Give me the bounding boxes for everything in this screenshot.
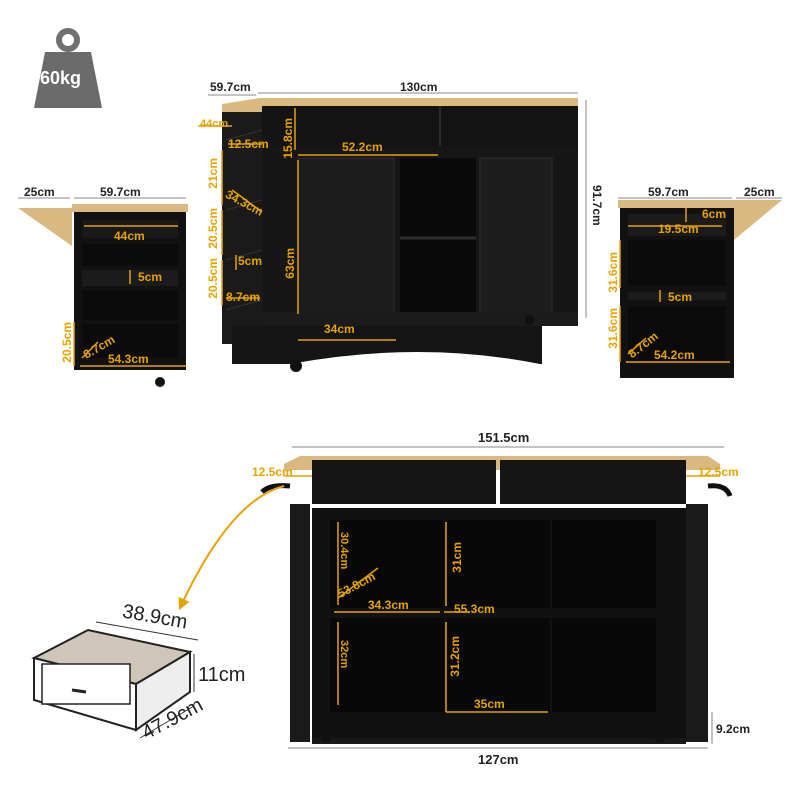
- drawer-detail-illustration: [31, 628, 193, 732]
- right-depth-label: 59.7cm: [648, 185, 689, 199]
- weight-icon: [34, 28, 102, 108]
- main-cabinet-illustration: [222, 98, 578, 372]
- open-inner-height-label: 30.4cm: [338, 532, 350, 570]
- right-yellow-guides: [619, 208, 730, 363]
- right-drawer-height-label: 6cm: [702, 207, 727, 221]
- left-drawer-width-label: 44cm: [114, 229, 145, 243]
- right-gap-label: 5cm: [668, 290, 693, 304]
- main-depth-label: 59.7cm: [210, 80, 251, 94]
- left-side-illustration: [18, 204, 188, 387]
- left-yellow-guides: [73, 225, 186, 367]
- main-side-21-label: 21cm: [206, 158, 220, 189]
- open-total-width-label: 151.5cm: [478, 430, 530, 445]
- main-height-label: 91.7cm: [590, 185, 604, 226]
- weight-label: 60kg: [40, 68, 82, 88]
- main-width-label: 130cm: [400, 80, 438, 94]
- open-dimension-lines: [288, 446, 724, 749]
- main-side-5-label: 5cm: [238, 254, 263, 268]
- open-leaf-right-label: 12.5cm: [698, 465, 739, 479]
- drawer-dimension-lines: [95, 621, 199, 739]
- main-shelf-44-label: 44cm: [200, 118, 229, 130]
- main-yellow-guides: [198, 108, 438, 341]
- main-drawer-width-label: 52.2cm: [342, 140, 383, 154]
- main-side-8-7-label: 8.7cm: [226, 290, 261, 304]
- right-leaf-label: 25cm: [744, 185, 775, 199]
- open-upper-height-label: 31cm: [450, 542, 464, 573]
- left-depth-label: 59.7cm: [100, 185, 141, 199]
- drawer-height-label: 11cm: [198, 664, 246, 686]
- left-width-label: 54.3cm: [108, 352, 149, 366]
- main-shelf-12-5-label: 12.5cm: [228, 137, 269, 151]
- right-drawer-width-label: 19.5cm: [658, 222, 699, 236]
- open-mid-width-label: 35cm: [474, 697, 505, 711]
- main-cab-height-label: 63cm: [283, 248, 297, 279]
- open-cabinet-illustration: [260, 456, 733, 744]
- open-lower-height-label: 31.2cm: [448, 636, 462, 677]
- right-upper-label: 31.6cm: [606, 252, 620, 293]
- open-yellow-guides: [284, 475, 720, 713]
- open-mid-depth-label: 55.3cm: [454, 602, 495, 616]
- left-gap-label: 5cm: [138, 270, 163, 284]
- open-base-width-label: 127cm: [478, 752, 519, 767]
- main-side-20-5b-label: 20.5cm: [206, 258, 220, 299]
- main-drawer-height-label: 15.8cm: [281, 118, 295, 159]
- main-dimension-lines: [208, 92, 587, 318]
- open-left-width-label: 34.3cm: [368, 598, 409, 612]
- open-leaf-left-label: 12.5cm: [252, 465, 293, 479]
- right-width-label: 54.2cm: [654, 348, 695, 362]
- drawer-callout-arrow: [178, 485, 285, 611]
- open-clearance-label: 9.2cm: [716, 722, 751, 736]
- left-leaf-label: 25cm: [24, 185, 55, 199]
- right-side-illustration: [618, 200, 782, 378]
- open-left-lower-label: 32cm: [338, 640, 350, 669]
- main-cab-width-label: 34cm: [324, 322, 355, 336]
- main-side-20-5a-label: 20.5cm: [206, 208, 220, 249]
- right-lower-label: 31.6cm: [606, 308, 620, 349]
- left-height-label: 20.5cm: [60, 322, 74, 363]
